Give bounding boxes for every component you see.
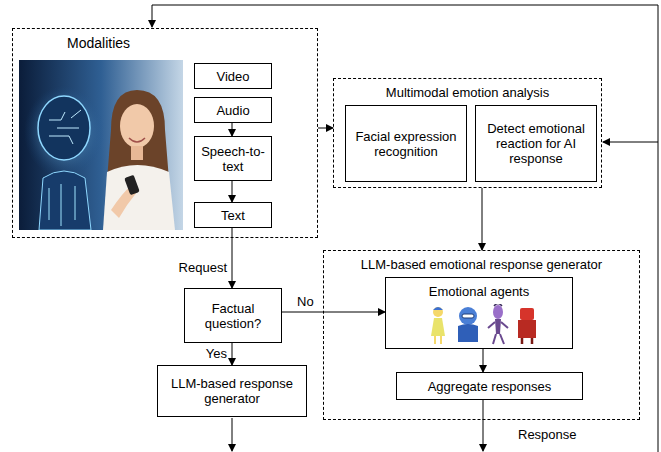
face xyxy=(120,104,154,148)
feedback-wire xyxy=(603,142,658,143)
modality-box: Video xyxy=(194,63,272,89)
box-label: Speech-to-text xyxy=(198,144,268,174)
fear-limbs xyxy=(488,322,508,344)
sadness-head xyxy=(459,307,477,325)
connector-arrow xyxy=(232,228,233,288)
analysis-group: Multimodal emotion analysisFacial expres… xyxy=(333,78,602,188)
sadness-body xyxy=(458,324,478,342)
modality-box: Text xyxy=(194,202,272,228)
box-label: Aggregate responses xyxy=(428,379,552,394)
box-label: Text xyxy=(221,208,245,223)
group-heading: Multimodal emotion analysis xyxy=(334,85,601,100)
edge-label: Yes xyxy=(205,346,228,361)
modality-box: Audio xyxy=(194,97,272,123)
process-box: LLM-based response generator xyxy=(157,365,307,417)
output-arrow xyxy=(232,418,233,451)
group-heading: Emotional agents xyxy=(386,284,572,299)
modality-group: ModalitiesVideoAudioSpeech-to-textText xyxy=(12,28,318,238)
agents-box: Emotional agents xyxy=(385,277,573,349)
ai-circuit xyxy=(49,110,81,144)
box-label: Audio xyxy=(216,103,249,118)
fear-figure xyxy=(488,304,508,344)
box-label: Factual question? xyxy=(188,301,278,331)
anger-figure xyxy=(518,308,536,344)
ai-glow xyxy=(24,86,104,178)
box-label: Video xyxy=(216,69,249,84)
fear-hair xyxy=(494,304,502,306)
box-label: Facial expression recognition xyxy=(349,129,463,159)
smile xyxy=(129,138,145,142)
emotion-icons xyxy=(428,304,538,346)
edge-label: No xyxy=(296,294,315,309)
joy-legs xyxy=(435,336,441,344)
group-heading: LLM-based emotional response generator xyxy=(324,257,639,272)
feedback-wire xyxy=(152,5,658,452)
process-box: Facial expression recognition xyxy=(345,105,467,182)
process-box: Aggregate responses xyxy=(396,372,583,400)
connector-arrow xyxy=(232,123,233,136)
top xyxy=(103,165,175,230)
generator-group: LLM-based emotional response generatorEm… xyxy=(323,250,640,420)
joy-head xyxy=(433,307,443,317)
flow-label: Response xyxy=(517,427,578,442)
connector-arrow xyxy=(282,312,385,313)
sadness-figure xyxy=(458,307,478,342)
photo-background xyxy=(19,60,183,230)
fear-head xyxy=(493,305,503,319)
fear-body xyxy=(495,319,501,334)
phone xyxy=(124,175,140,195)
neck xyxy=(131,146,143,160)
box-label: LLM-based response generator xyxy=(161,376,303,406)
anger-body xyxy=(518,320,536,338)
connector-arrow xyxy=(232,181,233,202)
connector-arrow xyxy=(483,349,484,372)
connector-arrow xyxy=(232,343,233,365)
decision-box: Factual question? xyxy=(184,288,282,343)
box-label: Detect emotional reaction for AI respons… xyxy=(479,121,593,166)
connector-arrow xyxy=(318,128,333,129)
sadness-glasses xyxy=(462,314,474,318)
output-arrow xyxy=(483,400,484,451)
ai-circuit xyxy=(49,184,75,226)
illustration xyxy=(19,60,183,230)
anger-legs xyxy=(522,338,532,344)
joy-dress xyxy=(431,318,445,336)
anger-head xyxy=(520,308,534,320)
edge-label: Request xyxy=(178,260,228,275)
group-heading: Modalities xyxy=(67,35,317,52)
process-box: Detect emotional reaction for AI respons… xyxy=(475,105,597,182)
ai-body xyxy=(39,171,91,230)
joy-figure xyxy=(431,307,445,344)
joy-hair xyxy=(433,307,443,310)
connector-arrow xyxy=(482,188,483,250)
ai-head xyxy=(38,96,90,160)
process-box: Speech-to-text xyxy=(194,136,272,181)
